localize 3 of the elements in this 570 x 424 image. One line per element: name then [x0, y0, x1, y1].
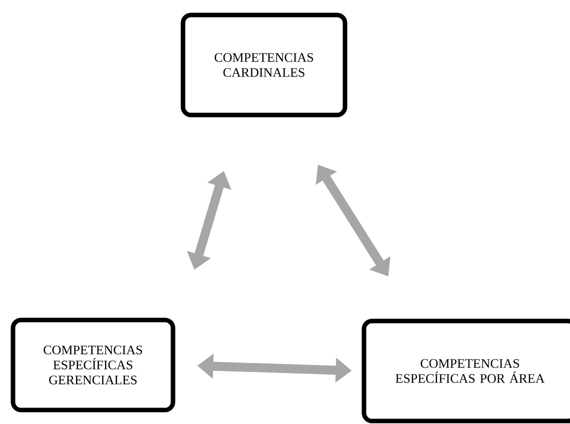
competency-box: COMPETENCIAS CARDINALES	[180, 12, 348, 118]
competency-box: COMPETENCIAS ESPECÍFICAS POR ÁREA	[362, 318, 570, 424]
competency-box: COMPETENCIAS ESPECÍFICAS GERENCIALES	[10, 318, 176, 412]
